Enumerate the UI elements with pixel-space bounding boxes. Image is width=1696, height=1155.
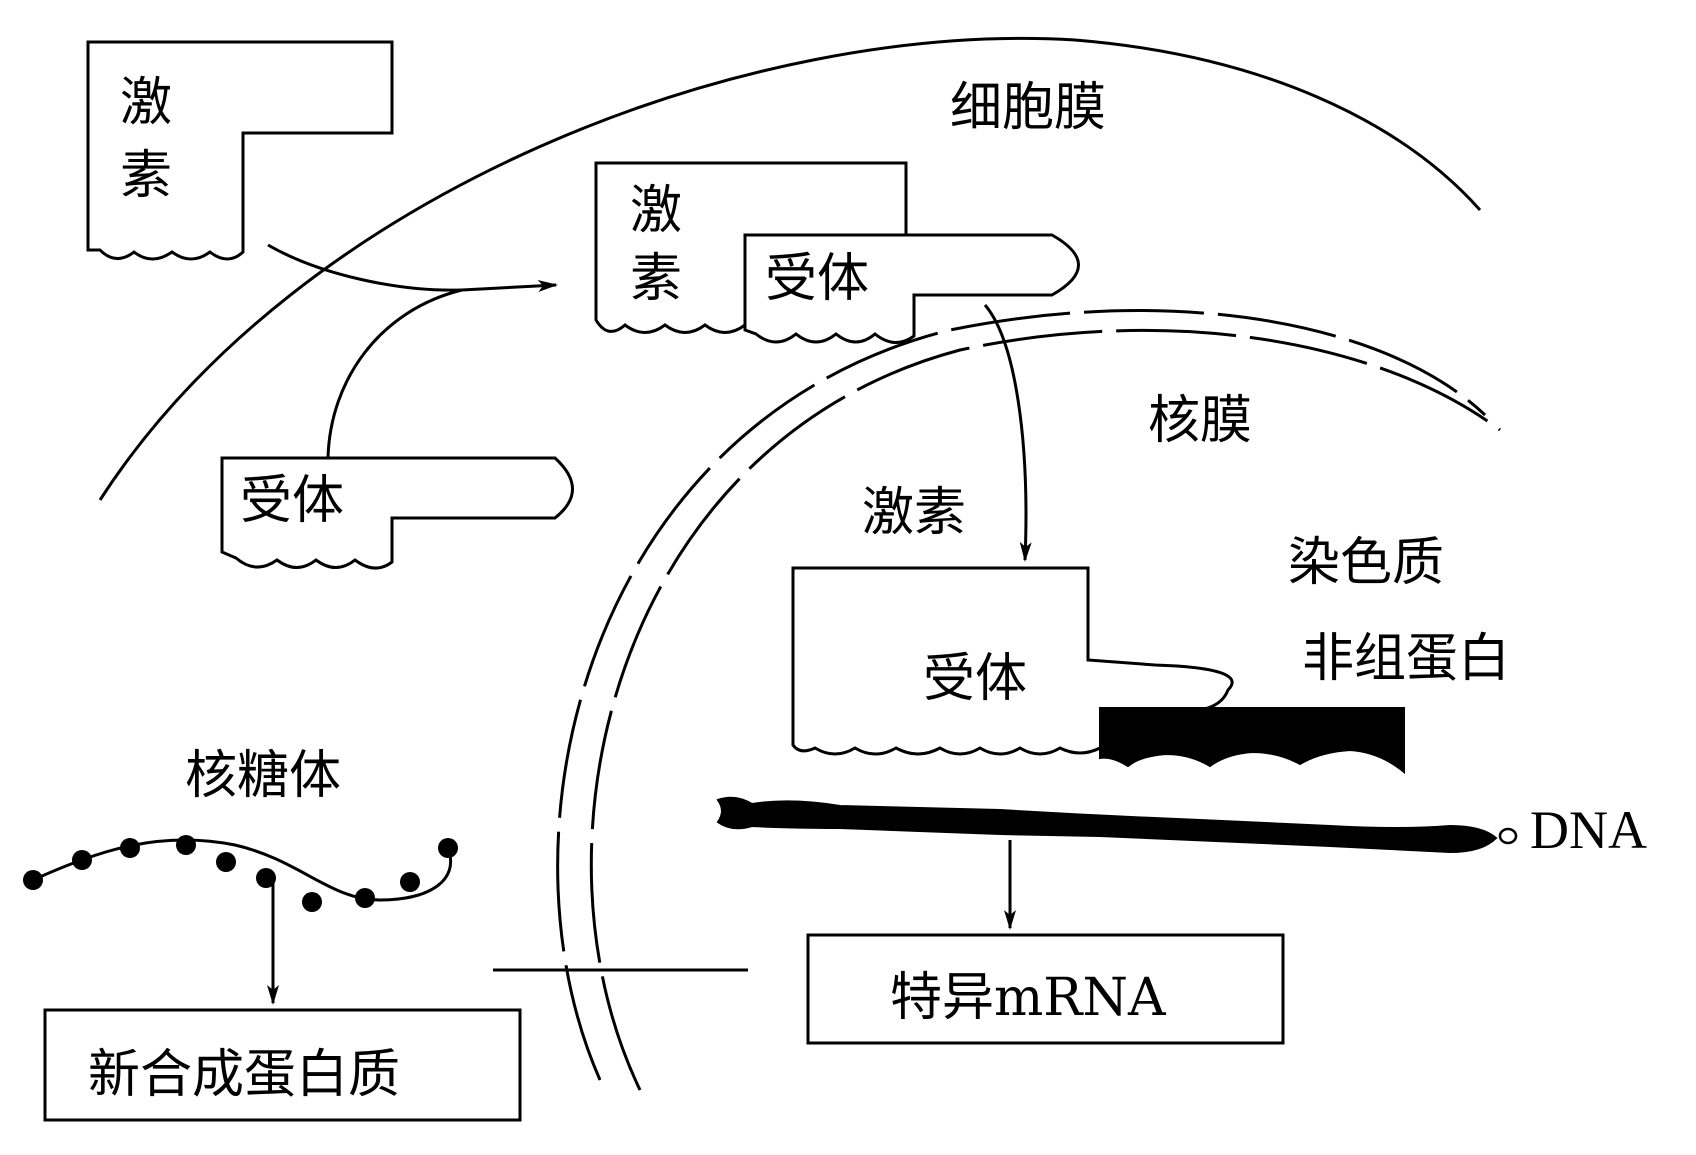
nuclear-membrane-label: 核膜 [1148,391,1252,451]
ribosome-bead [355,888,375,908]
ribosome-strand [32,838,453,902]
nuclear-membrane-inner [556,309,1487,1081]
mrna-label: 特异mRNA [890,968,1167,1028]
nuclear-membrane-outer [589,328,1501,1091]
nonhistone-protein-block [1099,707,1405,775]
nonhistone-label: 非组蛋白 [1302,629,1510,689]
ribosome-bead [72,850,92,870]
cell-membrane-arc [98,36,1482,501]
dna-end-loop [1498,827,1518,845]
receptor-to-complex-line [326,288,463,459]
complex-hormone-shape [594,161,908,334]
hormone-to-complex-arrow [267,243,558,292]
ribosome-bead [400,872,420,892]
ribosome-bead [120,838,140,858]
nucleus-hormone-label: 激素 [862,483,966,543]
ribosome-beads [23,835,458,912]
complex-receptor-label: 受体 [765,249,869,309]
dna-label: DNA [1530,800,1647,860]
ribosome-bead [216,852,236,872]
complex-receptor-shape [743,233,1080,344]
nucleus-receptor-label: 受体 [923,649,1027,709]
new-protein-label: 新合成蛋白质 [88,1045,400,1105]
mrna-box [806,933,1285,1045]
ribosome-bead [176,835,196,855]
complex-hormone-label-2: 素 [630,249,682,309]
receptor-outside-shape [220,456,574,570]
ribosome-label: 核糖体 [185,746,341,806]
ribosome-bead [23,870,43,890]
complex-hormone-label-1: 激 [630,181,682,241]
cell-membrane-label: 细胞膜 [950,78,1106,138]
ribosome-bead [256,868,276,888]
hormone-outside-shape [86,40,394,261]
complex-to-nucleus-arrow [983,304,1032,562]
ribosome-bead [302,892,322,912]
ribosome-bead [438,838,458,858]
receptor-outside-label: 受体 [240,471,344,531]
dna-strand [716,796,1498,854]
new-protein-box [43,1008,522,1122]
hormone-outside-label-1: 激 [120,73,172,133]
chromatin-label: 染色质 [1288,533,1444,593]
hormone-outside-label-2: 素 [120,146,172,206]
